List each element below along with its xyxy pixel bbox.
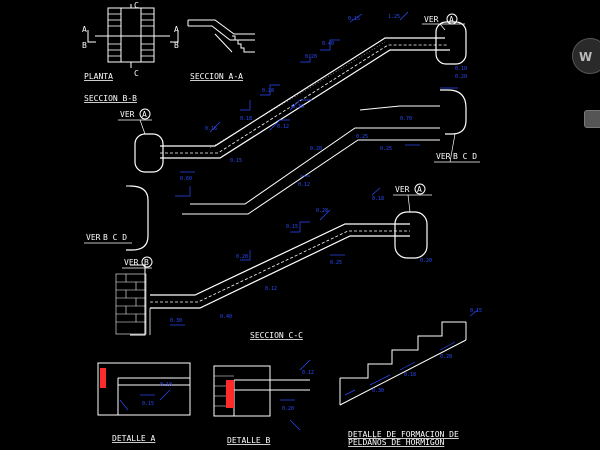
svg-text:0.20: 0.20 [455, 74, 467, 80]
svg-text:0.15: 0.15 [348, 16, 360, 22]
label-detalle-b: DETALLE B [227, 436, 271, 445]
svg-text:0.30: 0.30 [170, 318, 182, 324]
svg-text:0.28: 0.28 [316, 208, 328, 214]
callout-a-top-text: A [449, 15, 454, 24]
plan-mark-c-bottom: C [134, 69, 139, 78]
dimension-labels-upper: 0.15 1.25 0.40 0.20 0.28 0.18 0.30 0.12 0.16… [180, 14, 467, 188]
svg-text:0.12: 0.12 [277, 124, 289, 130]
svg-text:0.10: 0.10 [160, 382, 172, 388]
svg-text:0.10: 0.10 [455, 66, 467, 72]
label-seccion-bb: SECCION B-B [84, 94, 137, 103]
svg-text:0.18: 0.18 [404, 372, 416, 378]
plan-mark-b-right: B [174, 41, 179, 50]
svg-text:0.12: 0.12 [302, 370, 314, 376]
callout-bcd-left: B C D [103, 233, 127, 242]
plan-mark-a-right: A [174, 25, 179, 34]
svg-text:0.15: 0.15 [470, 308, 482, 314]
ver-a-top-label: VER [424, 15, 439, 24]
nav-bar-button[interactable] [584, 110, 600, 128]
viewport-navigation: W [560, 28, 600, 138]
svg-text:0.18: 0.18 [372, 196, 384, 202]
dimensions-lower [170, 187, 381, 326]
svg-text:0.60: 0.60 [180, 176, 192, 182]
svg-text:0.16: 0.16 [205, 126, 217, 132]
label-seccion-aa: SECCION A-A [190, 72, 243, 81]
svg-text:0.25: 0.25 [356, 134, 368, 140]
detalle-peldanos-view [339, 321, 467, 406]
callout-a-lower [414, 183, 426, 195]
svg-text:0.15: 0.15 [142, 401, 154, 407]
label-detalle-a: DETALLE A [112, 434, 156, 443]
svg-text:0.40: 0.40 [322, 41, 334, 47]
svg-text:0.25: 0.25 [380, 146, 392, 152]
plan-mark-c-top: C [134, 1, 139, 10]
svg-text:0.30: 0.30 [372, 388, 384, 394]
ver-bcd-right-label: VER [436, 152, 451, 161]
svg-text:0.15: 0.15 [286, 224, 298, 230]
callout-b-text: B [144, 258, 149, 267]
svg-text:0.12: 0.12 [265, 286, 277, 292]
svg-text:0.20: 0.20 [236, 254, 248, 260]
dimensions-upper [175, 11, 458, 197]
svg-text:0.25: 0.25 [330, 260, 342, 266]
label-seccion-cc: SECCION C-C [250, 331, 303, 340]
detalle-a-view [97, 362, 191, 416]
dimension-labels-lower: 0.15 0.20 0.28 0.30 0.25 0.18 0.12 0.40 0.20 [170, 196, 432, 324]
svg-text:0.20: 0.20 [420, 258, 432, 264]
detalle-b-dims [280, 359, 311, 431]
ver-bcd-left-label: VER [86, 233, 101, 242]
svg-text:0.20: 0.20 [310, 146, 322, 152]
callout-b [141, 256, 153, 268]
svg-text:0.28: 0.28 [440, 354, 452, 360]
svg-text:0.30: 0.30 [292, 104, 304, 110]
ver-a-left-label: VER [120, 110, 135, 119]
seccion-aa-view [187, 19, 255, 53]
svg-text:0.15: 0.15 [230, 158, 242, 164]
label-planta: PLANTA [84, 72, 113, 81]
viewcube-compass[interactable]: W [572, 38, 600, 74]
stair-flight-lower [130, 211, 428, 336]
svg-text:0.12: 0.12 [298, 182, 310, 188]
ver-b-label: VER [124, 258, 139, 267]
detalle-a-red-element [100, 368, 106, 388]
svg-text:0.18: 0.18 [240, 116, 252, 122]
detalle-b-red-element [226, 380, 234, 408]
detalle-a-dims [119, 389, 171, 411]
label-detalle-peldanos-2: PELDAÑOS DE HORMIGON [348, 437, 445, 447]
plan-mark-b-left: B [82, 41, 87, 50]
svg-text:0.20: 0.20 [305, 54, 317, 60]
svg-text:0.20: 0.20 [282, 406, 294, 412]
stair-flight-upper [126, 21, 467, 251]
callout-a-left [139, 108, 151, 120]
callout-a-left-text: A [142, 110, 147, 119]
brick-wall-cc [115, 273, 147, 335]
ver-a-lower-label: VER [395, 185, 410, 194]
svg-text:0.28: 0.28 [262, 88, 274, 94]
svg-text:0.40: 0.40 [220, 314, 232, 320]
label-detalle-peldanos-1: DETALLE DE FORMACION DE [348, 430, 459, 439]
detalle-peldanos-dims [344, 309, 479, 396]
svg-text:1.25: 1.25 [388, 14, 400, 20]
callout-a-lower-text: A [417, 185, 422, 194]
planta-plan-view [87, 4, 179, 68]
callout-bcd-right: B C D [453, 152, 477, 161]
svg-text:0.70: 0.70 [400, 116, 412, 122]
plan-mark-a-left: A [82, 25, 87, 34]
